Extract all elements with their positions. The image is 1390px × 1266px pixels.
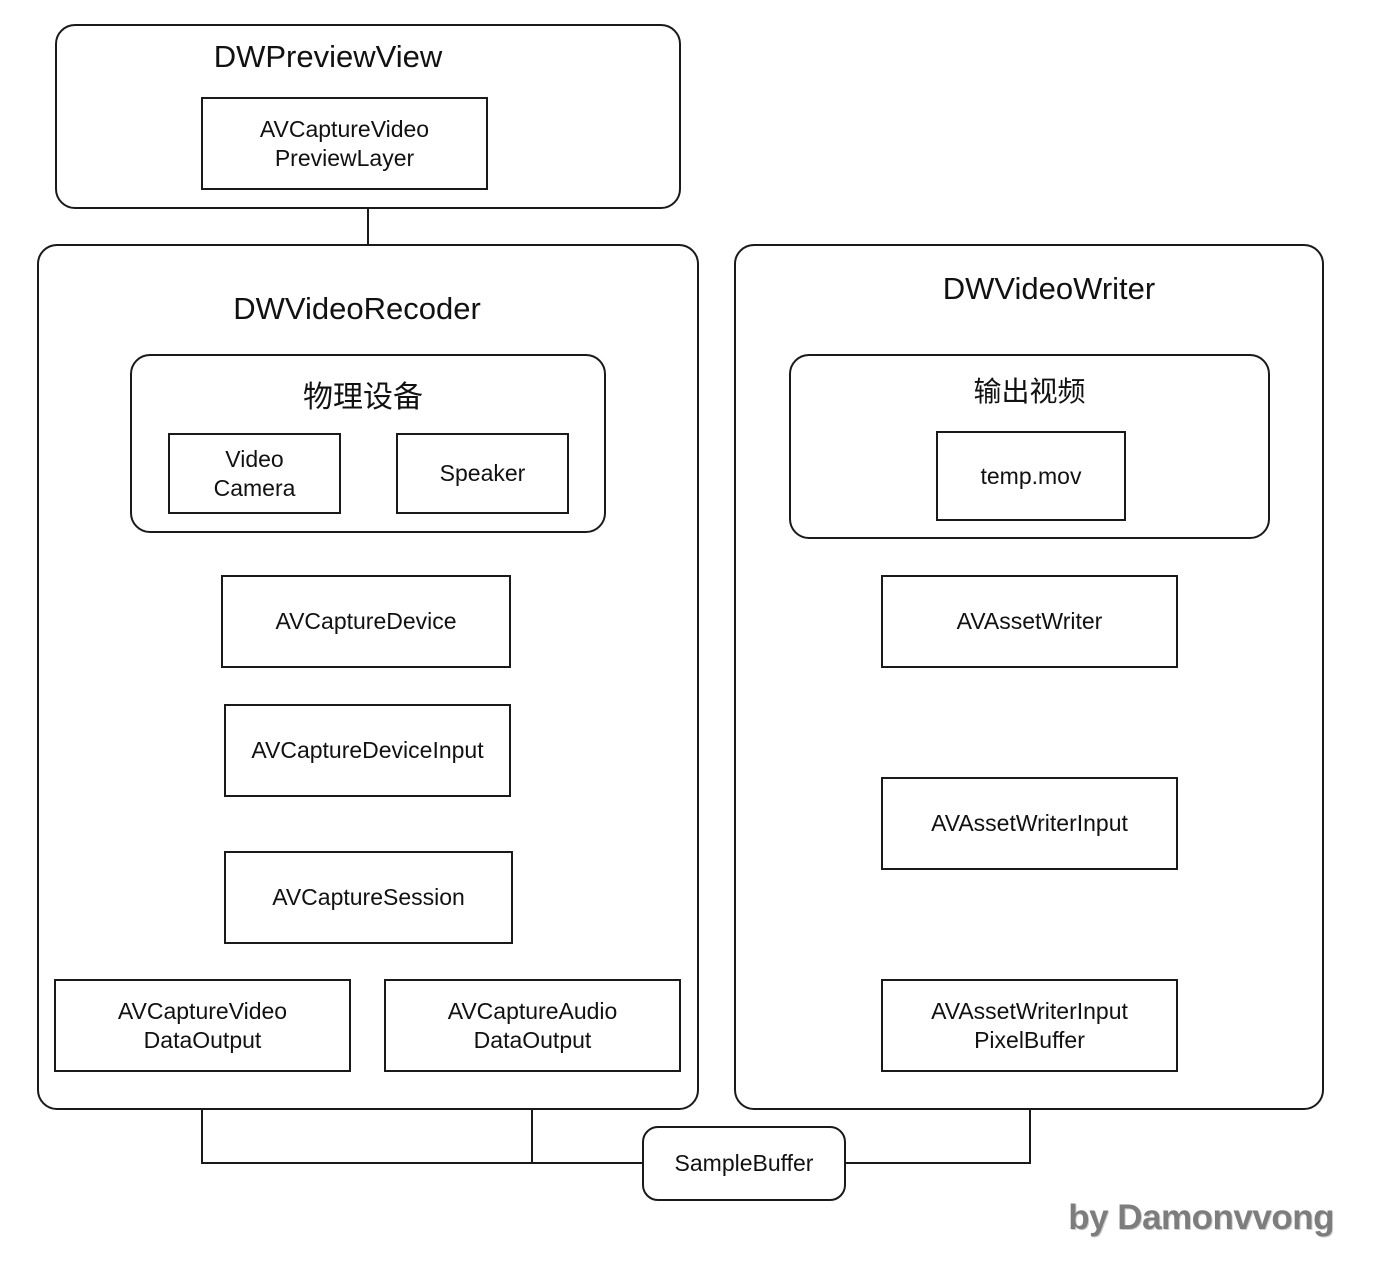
author-watermark: by Damonvvong — [1068, 1198, 1334, 1237]
capture-device-node: AVCaptureDevice — [221, 575, 511, 668]
preview-view-title: DWPreviewView — [213, 39, 443, 74]
capture-session-node: AVCaptureSession — [224, 851, 513, 944]
speaker-node: Speaker — [396, 433, 569, 514]
asset-writer-node: AVAssetWriter — [881, 575, 1178, 668]
video-camera-node: Video Camera — [168, 433, 341, 514]
output-video-title: 输出视频 — [973, 375, 1086, 408]
asset-writer-input-pixel-buffer-node: AVAssetWriterInput PixelBuffer — [881, 979, 1178, 1072]
asset-writer-input-node: AVAssetWriterInput — [881, 777, 1178, 870]
video-recorder-title: DWVideoRecoder — [233, 291, 481, 326]
preview-layer-node: AVCaptureVideo PreviewLayer — [201, 97, 488, 190]
sample-buffer-node: SampleBuffer — [642, 1126, 846, 1201]
video-data-output-node: AVCaptureVideo DataOutput — [54, 979, 351, 1072]
audio-data-output-node: AVCaptureAudio DataOutput — [384, 979, 681, 1072]
temp-mov-node: temp.mov — [936, 431, 1126, 521]
physical-devices-title: 物理设备 — [303, 380, 423, 415]
video-writer-title: DWVideoWriter — [942, 271, 1156, 306]
capture-device-input-node: AVCaptureDeviceInput — [224, 704, 511, 797]
